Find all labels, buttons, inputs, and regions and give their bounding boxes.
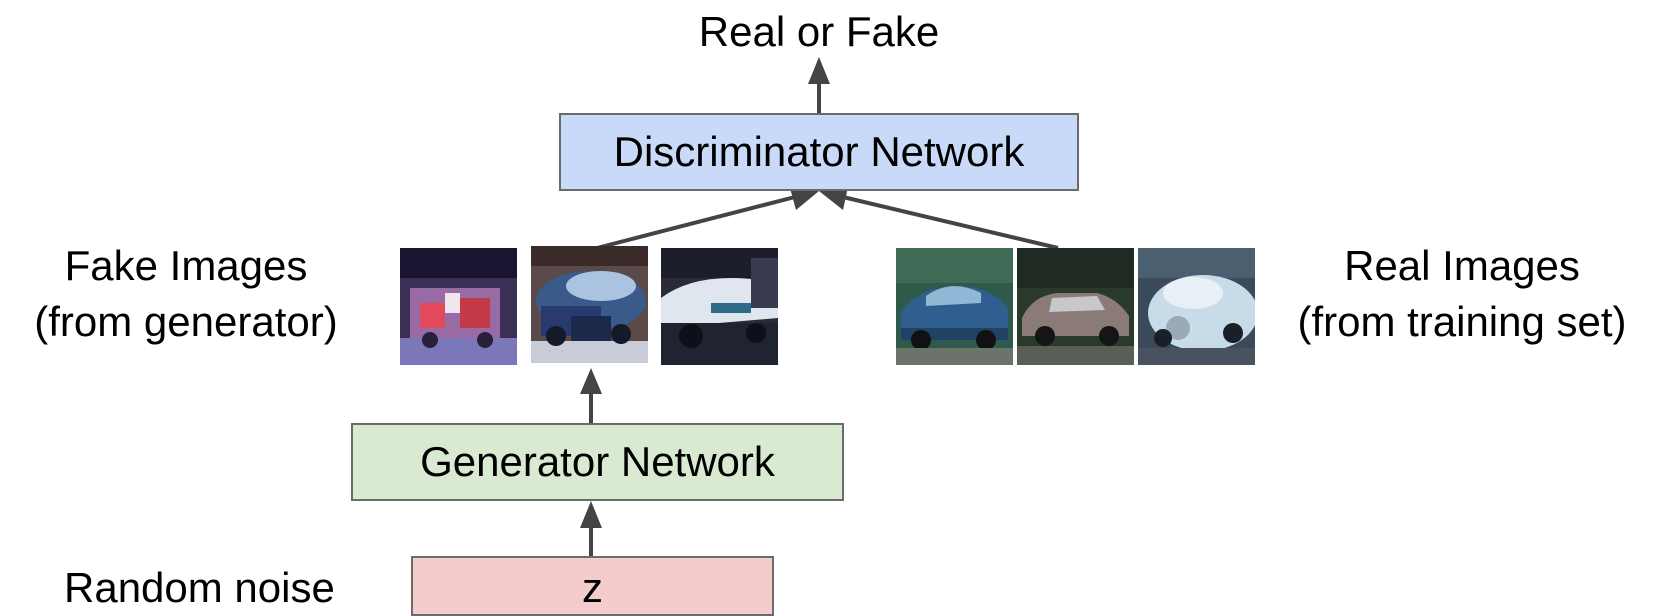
arrow-discriminator-to-output bbox=[808, 57, 830, 113]
fake-images-label: Fake Images (from generator) bbox=[34, 242, 337, 346]
arrow-real-to-discriminator bbox=[819, 187, 1059, 250]
real-images-title: Real Images bbox=[1344, 242, 1580, 289]
arrow-noise-to-generator bbox=[580, 501, 602, 556]
random-noise-label: Random noise bbox=[64, 564, 335, 611]
real-image-2 bbox=[1017, 248, 1134, 365]
generator-network-box: Generator Network bbox=[351, 423, 844, 501]
fake-image-1 bbox=[400, 248, 517, 365]
real-image-3 bbox=[1138, 248, 1255, 365]
discriminator-network-box: Discriminator Network bbox=[559, 113, 1079, 191]
real-image-1 bbox=[896, 248, 1013, 365]
arrow-generator-to-fake bbox=[580, 368, 602, 423]
noise-z-label: z bbox=[582, 564, 603, 611]
fake-image-2 bbox=[531, 246, 648, 363]
output-label: Real or Fake bbox=[698, 8, 940, 55]
discriminator-network-label: Discriminator Network bbox=[613, 128, 1025, 175]
fake-images-subtitle: (from generator) bbox=[34, 298, 338, 345]
fake-images-title: Fake Images bbox=[64, 242, 308, 289]
real-images-subtitle: (from training set) bbox=[1297, 298, 1627, 345]
generator-network-label: Generator Network bbox=[420, 438, 775, 485]
arrow-fake-to-discriminator bbox=[596, 188, 819, 250]
noise-z-box: z bbox=[411, 556, 774, 616]
real-images-label: Real Images (from training set) bbox=[1297, 242, 1626, 346]
fake-image-3 bbox=[661, 248, 778, 365]
